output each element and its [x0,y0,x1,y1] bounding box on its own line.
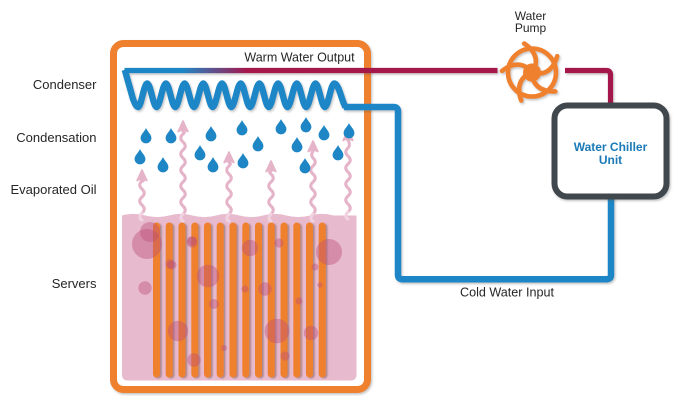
svg-text:Servers: Servers [52,276,97,291]
svg-text:Warm Water Output: Warm Water Output [244,51,355,65]
svg-text:Water Chiller: Water Chiller [574,140,648,154]
svg-text:Cold Water Input: Cold Water Input [460,286,555,300]
svg-text:Evaporated Oil: Evaporated Oil [11,182,97,197]
svg-text:Water: Water [515,9,547,23]
svg-text:Pump: Pump [515,21,547,35]
svg-text:Unit: Unit [599,153,622,167]
svg-text:Condenser: Condenser [33,77,97,92]
svg-text:Condensation: Condensation [16,130,96,145]
